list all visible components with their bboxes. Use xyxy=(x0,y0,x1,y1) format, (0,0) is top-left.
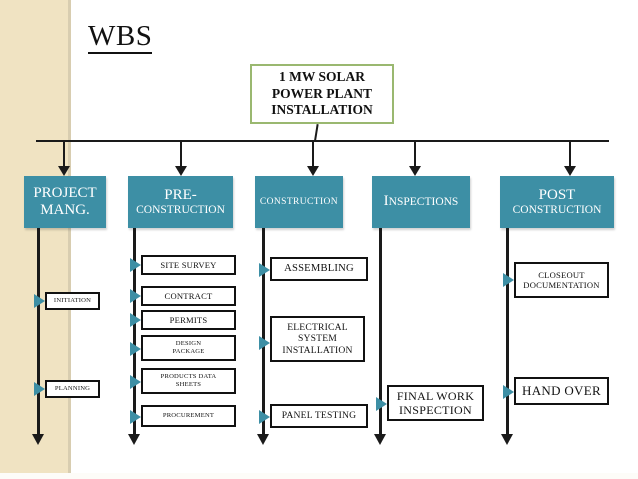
leaf-procurement[interactable]: PROCUREMENT xyxy=(141,405,236,427)
drop-connector-pre-construction xyxy=(175,140,187,176)
teal-arrow-procurement xyxy=(130,410,141,424)
root-line-1: 1 MW SOLAR xyxy=(278,69,365,85)
level1-box-pre-construction[interactable]: PRE- CONSTRUCTION xyxy=(128,176,233,228)
leaf-label: CONTRACT xyxy=(164,290,213,301)
level1-label-line1: PROJECT xyxy=(33,184,97,201)
leaf-label-line1: FINAL WORK xyxy=(396,388,475,403)
level1-box-inspections[interactable]: INSPECTIONS xyxy=(372,176,470,228)
drop-connector-inspections xyxy=(409,140,421,176)
horizontal-bus-line xyxy=(36,140,609,142)
teal-arrow-planning xyxy=(34,382,45,396)
drop-connector-post-construction xyxy=(564,140,576,176)
teal-arrow-closeout-documentation xyxy=(503,273,514,287)
inspections-smallcaps: NSPECTIONS xyxy=(388,196,459,209)
arrow-head-icon xyxy=(127,434,140,445)
arrow-head-icon xyxy=(307,166,319,176)
teal-arrow-final-work-inspection xyxy=(376,397,387,411)
level1-label-line1: CONSTRUCTION xyxy=(259,196,339,207)
leaf-label: ASSEMBLING xyxy=(284,262,354,274)
leaf-label: SITE SURVEY xyxy=(160,259,217,270)
teal-arrow-assembling xyxy=(259,263,270,277)
arrow-head-icon xyxy=(58,166,70,176)
leaf-label-line1: DESIGN xyxy=(175,340,202,348)
teal-arrow-panel-testing xyxy=(259,410,270,424)
level1-label-line1: PRE- xyxy=(164,186,197,203)
arrow-head-icon xyxy=(409,166,421,176)
leaf-label-line2: INSPECTION xyxy=(398,403,472,417)
leaf-label-line2: DOCUMENTATION xyxy=(523,280,600,290)
level1-box-construction[interactable]: CONSTRUCTION xyxy=(255,176,343,228)
leaf-contract[interactable]: CONTRACT xyxy=(141,286,236,306)
leaf-label-line2: SHEETS xyxy=(175,381,202,388)
level1-label-line1: POST xyxy=(538,186,576,203)
root-connector-stem xyxy=(314,124,319,142)
level1-label-line2: MANG. xyxy=(40,202,90,218)
leaf-label-line2: PACKAGE xyxy=(172,348,205,355)
teal-arrow-hand-over xyxy=(503,385,514,399)
leaf-label: HAND OVER xyxy=(522,383,601,399)
leaf-label: PLANNING xyxy=(54,385,91,393)
leaf-design-package[interactable]: DESIGN PACKAGE xyxy=(141,335,236,361)
leaf-closeout-documentation[interactable]: CLOSEOUT DOCUMENTATION xyxy=(514,262,609,298)
level1-label-line2: CONSTRUCTION xyxy=(512,204,602,217)
spine-construction xyxy=(256,228,269,445)
arrow-head-icon xyxy=(256,434,269,445)
root-line-3: INSTALLATION xyxy=(271,102,373,118)
drop-connector-project-mang xyxy=(58,140,70,176)
teal-arrow-initiation xyxy=(34,294,45,308)
leaf-panel-testing[interactable]: PANEL TESTING xyxy=(270,404,368,428)
page-title: WBS xyxy=(88,20,153,54)
spine-post-construction xyxy=(500,228,513,445)
arrow-head-icon xyxy=(500,434,513,445)
arrow-head-icon xyxy=(31,434,44,445)
leaf-assembling[interactable]: ASSEMBLING xyxy=(270,257,368,281)
arrow-head-icon xyxy=(175,166,187,176)
leaf-label: PROCUREMENT xyxy=(162,412,215,420)
spine-inspections xyxy=(373,228,386,445)
leaf-planning[interactable]: PLANNING xyxy=(45,380,100,398)
leaf-initiation[interactable]: INITIATION xyxy=(45,292,100,310)
inspections-initial: I xyxy=(383,193,389,210)
leaf-label: PANEL TESTING xyxy=(281,410,357,422)
spine-project-mang xyxy=(31,228,44,445)
leaf-label-line1: CLOSEOUT xyxy=(538,269,585,280)
arrow-head-icon xyxy=(373,434,386,445)
teal-arrow-design-package xyxy=(130,342,141,356)
leaf-final-work-inspection[interactable]: FINAL WORK INSPECTION xyxy=(387,385,484,421)
leaf-label-line1: PRODUCTS DATA xyxy=(160,373,217,381)
leaf-permits[interactable]: PERMITS xyxy=(141,310,236,330)
leaf-label: PERMITS xyxy=(169,314,208,325)
leaf-label-line2: SYSTEM xyxy=(297,333,338,345)
teal-arrow-site-survey xyxy=(130,258,141,272)
leaf-label-line3: INSTALLATION xyxy=(282,344,353,356)
sidebar-edge xyxy=(68,0,71,473)
level1-label-inspections: INSPECTIONS xyxy=(384,193,459,210)
root-line-2: POWER PLANT xyxy=(271,85,373,101)
root-node-solar-plant: 1 MW SOLAR POWER PLANT INSTALLATION xyxy=(250,64,394,124)
teal-arrow-electrical-system-installation xyxy=(259,336,270,350)
level1-label-line2: CONSTRUCTION xyxy=(136,204,225,217)
leaf-label: INITIATION xyxy=(53,297,92,305)
decorative-sidebar xyxy=(0,0,68,473)
level1-box-post-construction[interactable]: POST CONSTRUCTION xyxy=(500,176,614,228)
leaf-products-data-sheets[interactable]: PRODUCTS DATA SHEETS xyxy=(141,368,236,394)
leaf-site-survey[interactable]: SITE SURVEY xyxy=(141,255,236,275)
teal-arrow-permits xyxy=(130,313,141,327)
leaf-label-line1: ELECTRICAL xyxy=(287,322,348,334)
drop-connector-construction xyxy=(307,140,319,176)
bottom-strip xyxy=(0,473,638,479)
spine-pre-construction xyxy=(127,228,140,445)
leaf-electrical-system-installation[interactable]: ELECTRICAL SYSTEM INSTALLATION xyxy=(270,316,365,362)
leaf-hand-over[interactable]: HAND OVER xyxy=(514,377,609,405)
teal-arrow-contract xyxy=(130,289,141,303)
teal-arrow-products-data-sheets xyxy=(130,375,141,389)
arrow-head-icon xyxy=(564,166,576,176)
level1-box-project-mang[interactable]: PROJECT MANG. xyxy=(24,176,106,228)
